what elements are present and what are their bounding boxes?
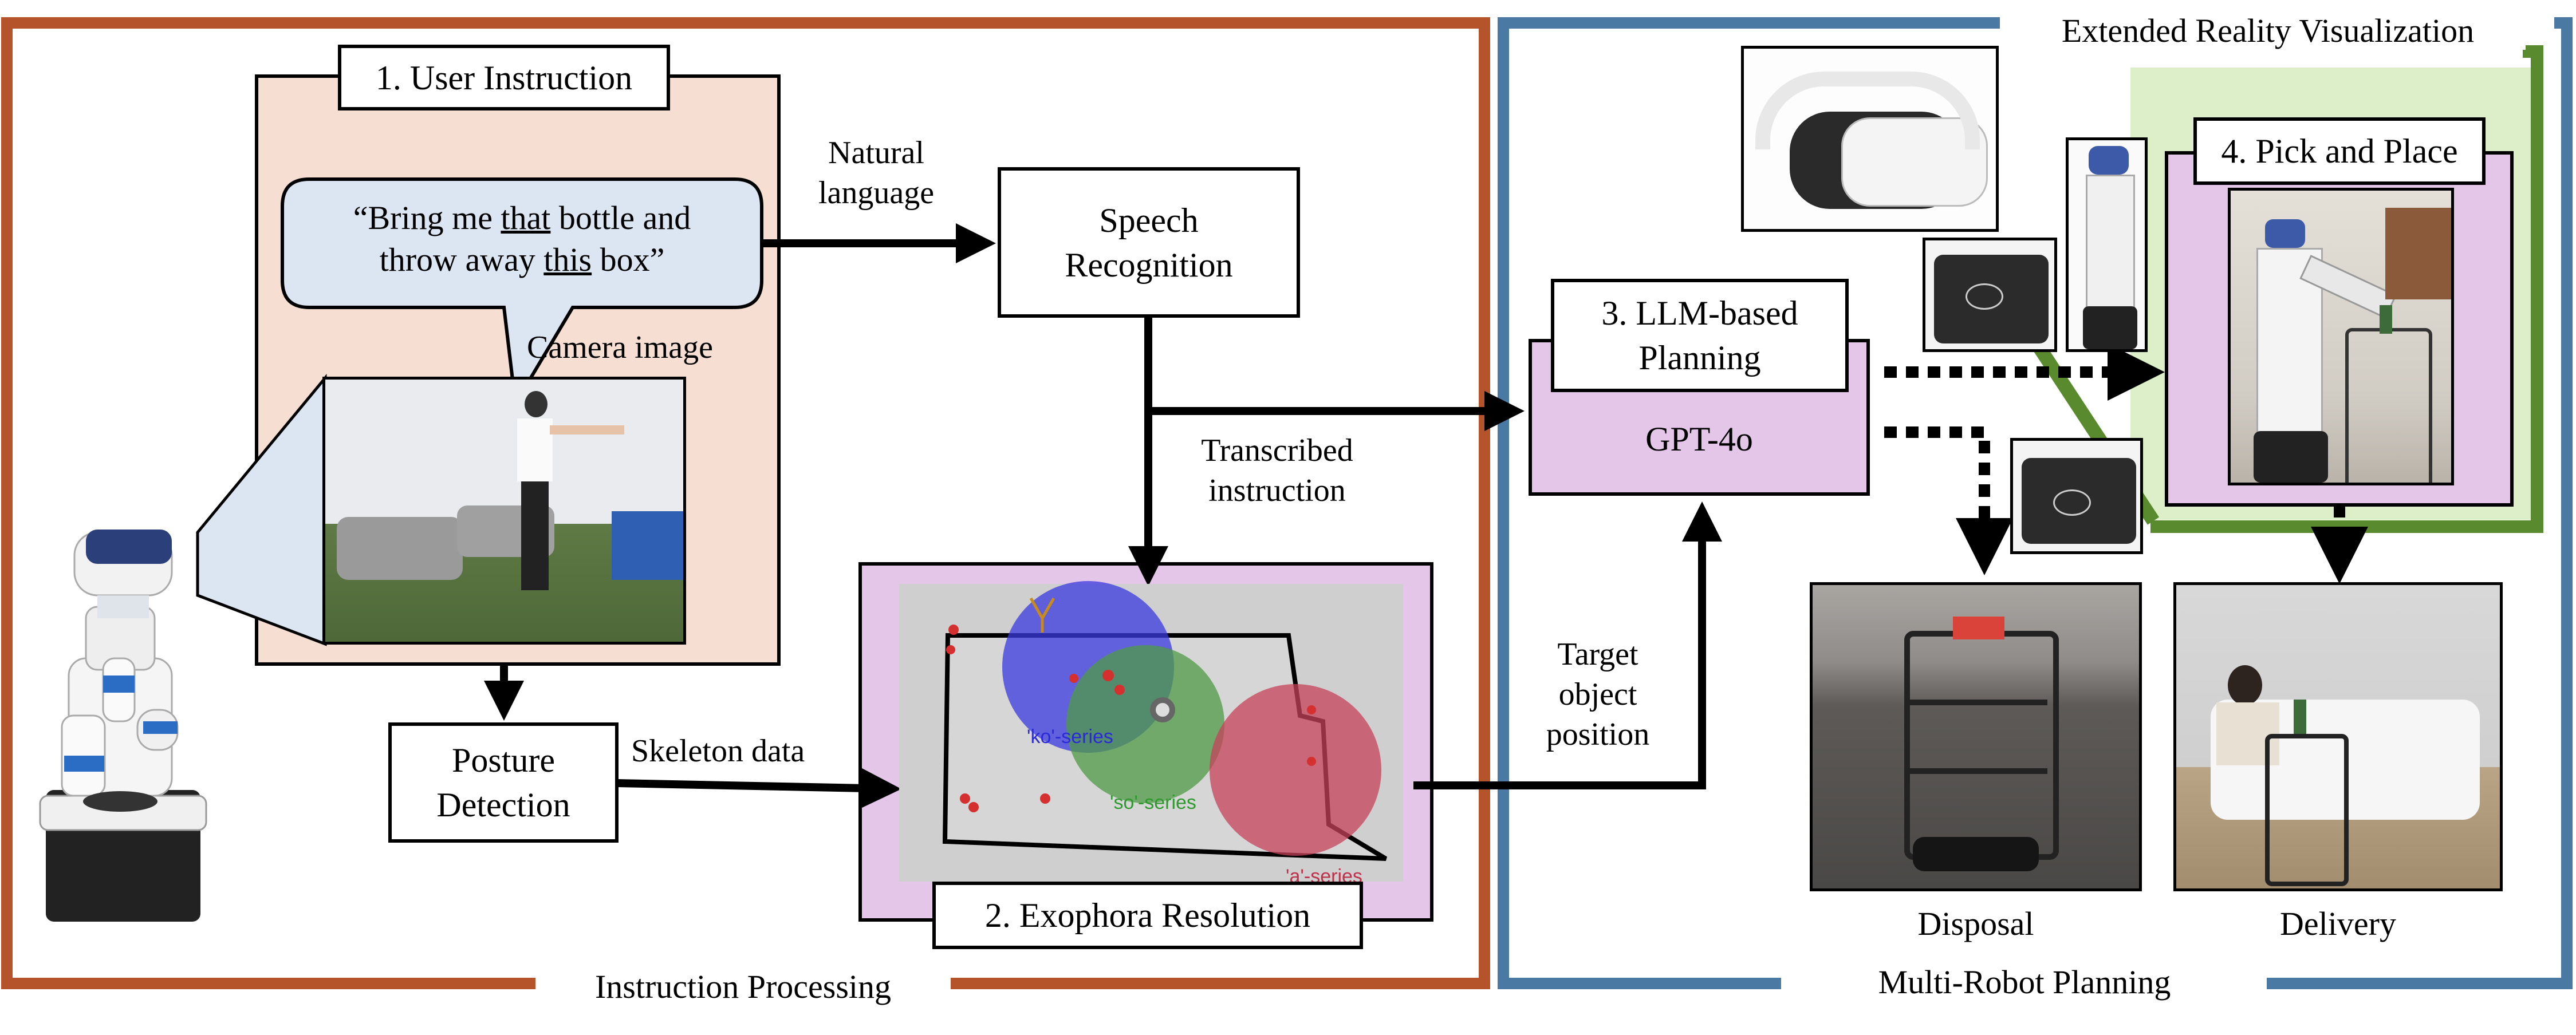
disposal-label: Disposal xyxy=(1917,905,2034,942)
xr-visualization-label: Extended Reality Visualization xyxy=(2010,11,2526,50)
target-object-position-label: Target object position xyxy=(1546,637,1650,752)
transcribed-instruction-label: Transcribed instruction xyxy=(1201,433,1353,508)
quote-that: that xyxy=(501,199,551,236)
pick-place-title: 4. Pick and Place xyxy=(2193,117,2486,185)
skeleton-data-label: Skeleton data xyxy=(631,733,805,769)
quote-this: this xyxy=(543,240,592,278)
dotted-arrow-to-disposal xyxy=(1884,426,2013,575)
posture-detection-box: Posture Detection xyxy=(388,722,619,843)
xr-robot-photo xyxy=(2066,137,2148,352)
camera-image-label: Camera image xyxy=(527,330,713,365)
natural-language-label: Natural language xyxy=(818,135,935,211)
quote-line-1: “Bring me that bottle and xyxy=(353,199,691,236)
multi-robot-planning-frame xyxy=(1498,17,2573,989)
user-instruction-title: 1. User Instruction xyxy=(338,45,670,110)
multi-robot-planning-label: Multi-Robot Planning xyxy=(1784,963,2265,1001)
exophora-title: 2. Exophora Resolution xyxy=(932,882,1363,949)
so-series-label: 'so'-series xyxy=(1110,792,1196,813)
quote-line-2: throw away this box” xyxy=(379,240,665,278)
vr-headset-photo xyxy=(1741,46,1999,232)
exophora-map xyxy=(899,581,1403,882)
camera-image xyxy=(322,377,686,645)
pick-place-photo xyxy=(2228,188,2454,485)
user-instruction-title-text: 1. User Instruction xyxy=(375,58,633,97)
arrow-exophora-to-planning xyxy=(1413,501,1722,789)
robot-base-photo xyxy=(1923,238,2057,352)
instruction-processing-frame xyxy=(1,17,1490,989)
gpt-4o-label: GPT-4o xyxy=(1645,420,1753,458)
fetch-robot-illustration xyxy=(39,530,207,922)
disposal-photo xyxy=(1810,582,2142,891)
delivery-photo xyxy=(2173,582,2503,891)
arrow-skeleton-to-exophora xyxy=(617,768,901,808)
delivery-label: Delivery xyxy=(2280,905,2396,942)
ko-series-label: 'ko'-series xyxy=(1027,726,1113,748)
robot-base-photo xyxy=(2010,438,2143,554)
llm-planning-title: 3. LLM-based Planning xyxy=(1551,279,1849,392)
instruction-quote: “Bring me that bottle and throw away thi… xyxy=(282,197,762,281)
person xyxy=(514,391,624,597)
instruction-processing-label: Instruction Processing xyxy=(538,967,948,1006)
so-series-region xyxy=(1066,645,1224,803)
speech-recognition-box: Speech Recognition xyxy=(998,167,1300,318)
speech-bubble xyxy=(281,177,763,409)
a-series-region xyxy=(1210,684,1381,856)
sofa xyxy=(337,517,463,580)
